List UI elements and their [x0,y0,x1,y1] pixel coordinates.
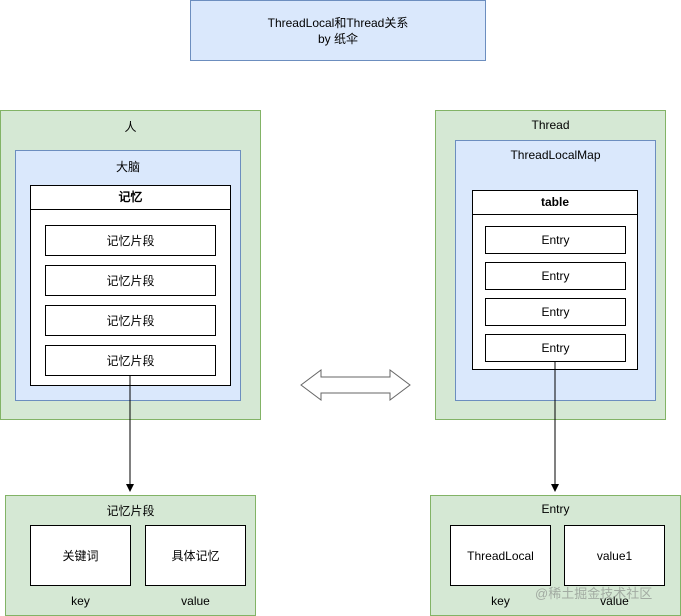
diagram-author: by 纸伞 [317,31,358,46]
entry-row: Entry [485,298,626,326]
memory-fragment-row: 记忆片段 [45,345,216,376]
memory-fragment-row: 记忆片段 [45,265,216,296]
value-label: value [181,594,210,608]
diagram-title-box: ThreadLocal和Thread关系 by 纸伞 [190,0,486,61]
memory-fragment-detail-label: 记忆片段 [106,504,155,518]
entry-row: Entry [485,226,626,254]
entry-table-header: table [473,191,637,215]
threadlocalmap-label: ThreadLocalMap [510,148,601,162]
entry-detail-label: Entry [541,502,570,516]
thread-label: Thread [531,118,570,132]
diagram-title: ThreadLocal和Thread关系 [267,15,409,30]
memory-fragment-row: 记忆片段 [45,225,216,256]
watermark: @稀土掘金技术社区 [535,586,653,601]
specific-memory-cell: 具体记忆 [145,525,246,586]
bidirectional-arrow-icon [300,369,411,401]
value1-cell: value1 [564,525,665,586]
entry-row: Entry [485,262,626,290]
person-label: 人 [124,120,137,134]
memory-table-header: 记忆 [31,186,230,210]
threadlocal-key-cell: ThreadLocal [450,525,551,586]
entry-row: Entry [485,334,626,362]
key-label: key [71,594,90,608]
value-label: value [600,594,629,608]
key-label: key [491,594,510,608]
keyword-cell: 关键词 [30,525,131,586]
memory-fragment-row: 记忆片段 [45,305,216,336]
brain-label: 大脑 [115,160,140,174]
